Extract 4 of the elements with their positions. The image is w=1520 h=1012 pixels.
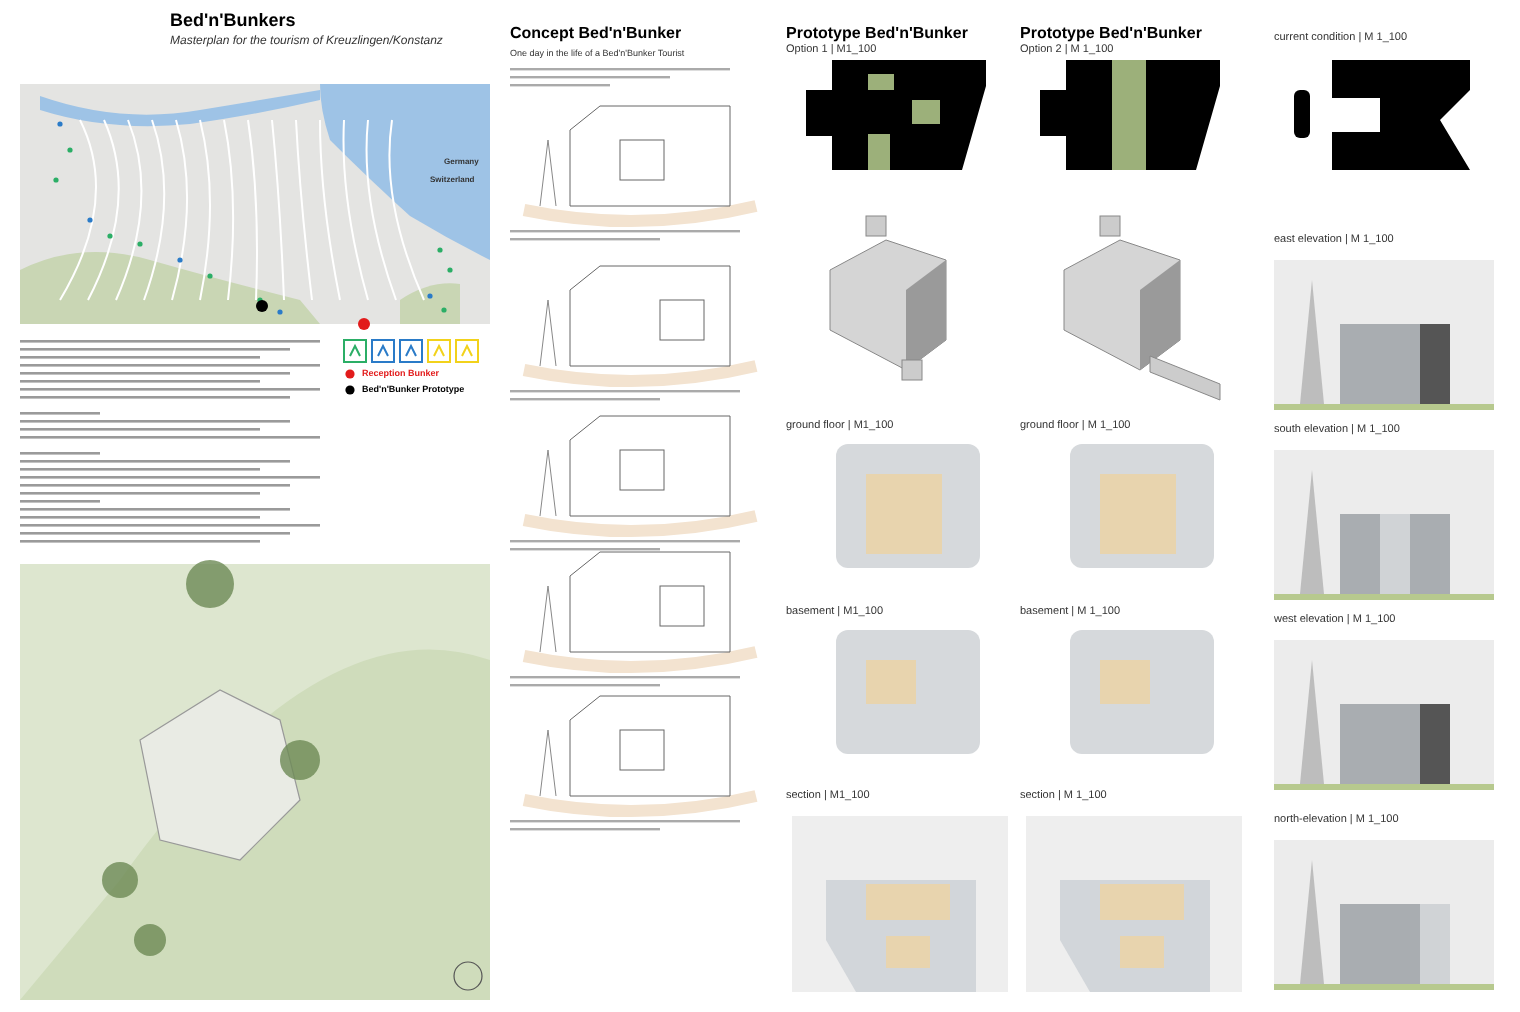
section-heading: Prototype Bed'n'Bunker (786, 24, 968, 42)
section-heading: Prototype Bed'n'Bunker (1020, 24, 1202, 42)
section-heading: Concept Bed'n'Bunker (510, 24, 682, 42)
poster-title: Bed'n'Bunkers (170, 10, 296, 30)
